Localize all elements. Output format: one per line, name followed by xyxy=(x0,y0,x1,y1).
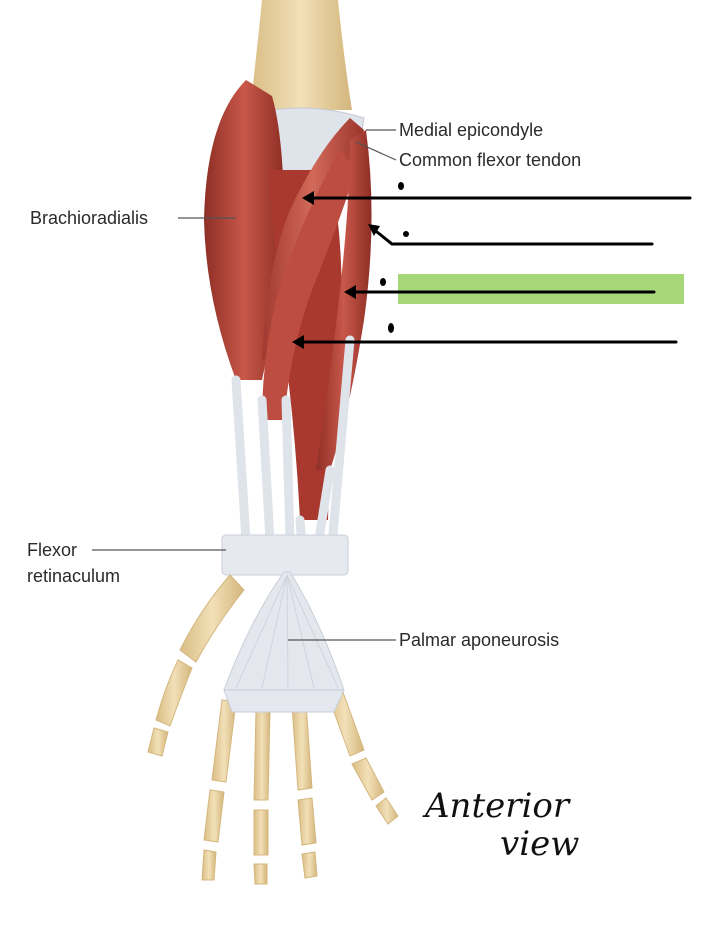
label-medial-epicondyle: Medial epicondyle xyxy=(399,120,544,140)
answer-highlight xyxy=(398,274,684,304)
handwritten-anterior: Anterior xyxy=(425,786,570,826)
flexor-carpi-radialis-muscle xyxy=(262,150,356,420)
label-flexor-line1: Flexor xyxy=(27,540,78,560)
arrowheads xyxy=(292,191,380,349)
label-flexor-line2: retinaculum xyxy=(27,566,121,586)
label-palmar-aponeurosis: Palmar aponeurosis xyxy=(399,630,560,650)
tendon-group xyxy=(231,335,355,550)
label-brachioradialis: Brachioradialis xyxy=(30,208,149,228)
blank-label-arrows xyxy=(294,196,692,344)
flexor-retinaculum-band xyxy=(221,534,349,576)
leader-lines xyxy=(92,129,397,641)
handwritten-view: view xyxy=(500,824,580,864)
ink-dots xyxy=(380,182,409,333)
brachioradialis-muscle xyxy=(204,80,284,380)
flexor-carpi-ulnaris-muscle xyxy=(316,130,372,470)
label-common-flexor-tendon: Common flexor tendon xyxy=(399,150,582,170)
humerus-bone xyxy=(250,0,352,110)
